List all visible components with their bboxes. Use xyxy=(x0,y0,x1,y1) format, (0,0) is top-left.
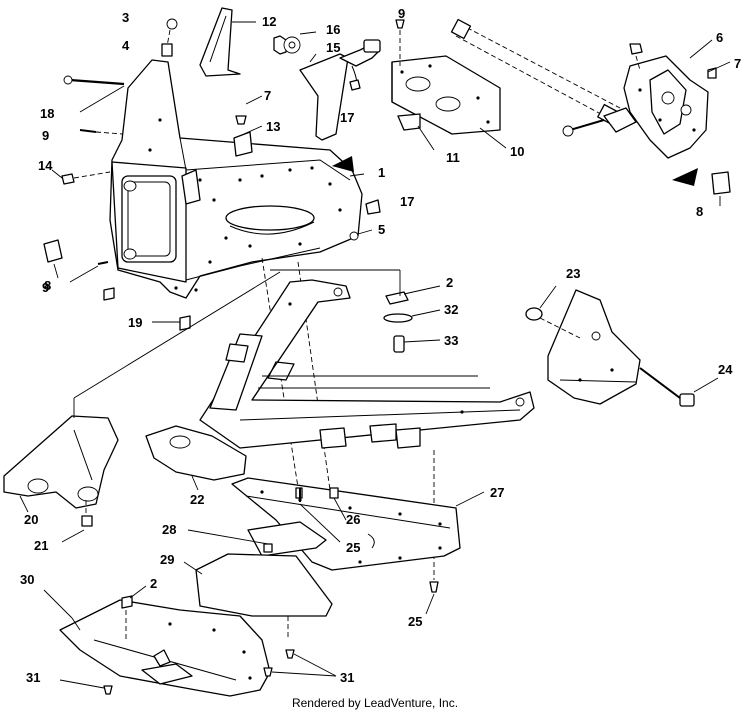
callout-6: 6 xyxy=(716,30,723,45)
callout-23: 23 xyxy=(566,266,580,281)
callout-28: 28 xyxy=(162,522,176,537)
callout-labels: 1 2 2 3 4 5 6 7 7 8 8 9 9 9 10 11 12 13 … xyxy=(20,6,741,685)
callout-25-mid: 25 xyxy=(346,540,360,555)
part-28-bracket xyxy=(187,521,327,557)
callout-24: 24 xyxy=(718,362,733,377)
part-14-fastener xyxy=(51,169,111,185)
part-2-clip-lower xyxy=(121,585,147,640)
part-10-plate xyxy=(391,55,507,151)
part-27-skid-plate xyxy=(231,477,485,571)
callout-31-left: 31 xyxy=(26,670,40,685)
callout-11: 11 xyxy=(446,150,460,165)
part-19-screw xyxy=(103,287,191,331)
part-31-fasteners xyxy=(59,649,337,695)
part-16-clip xyxy=(273,31,317,55)
callout-18: 18 xyxy=(40,106,54,121)
part-18-bolt xyxy=(63,75,125,113)
callout-26: 26 xyxy=(346,512,360,527)
part-5-screw xyxy=(349,229,373,241)
callout-16: 16 xyxy=(326,22,340,37)
callout-8-right: 8 xyxy=(696,204,703,219)
part-23-24-bracket xyxy=(525,285,719,407)
part-20-mount xyxy=(3,271,281,513)
callout-9-lower: 9 xyxy=(42,280,49,295)
callout-7-right: 7 xyxy=(734,56,741,71)
callout-9-top: 9 xyxy=(398,6,405,21)
part-17-clip-top xyxy=(349,79,361,91)
part-8-bushing-left xyxy=(43,239,63,279)
part-9-screw-lower xyxy=(69,261,109,283)
part-9-screw-top xyxy=(395,19,405,66)
callout-5: 5 xyxy=(378,222,385,237)
callout-10: 10 xyxy=(510,144,524,159)
callout-27: 27 xyxy=(490,485,504,500)
callout-20: 20 xyxy=(24,512,38,527)
render-credit: Rendered by LeadVenture, Inc. xyxy=(291,696,459,710)
callout-2-top: 2 xyxy=(446,275,453,290)
part-17-clip-right xyxy=(365,199,381,215)
callout-8-left: 8 xyxy=(44,278,51,293)
part-8-bushing-right xyxy=(711,171,731,206)
callout-32: 32 xyxy=(444,302,458,317)
callout-3: 3 xyxy=(122,10,129,25)
callout-33: 33 xyxy=(444,333,458,348)
callout-4: 4 xyxy=(122,38,130,53)
callout-9-left: 9 xyxy=(42,128,49,143)
part-25-screws xyxy=(299,488,439,615)
callout-22: 22 xyxy=(190,492,204,507)
callout-21: 21 xyxy=(34,538,48,553)
callout-25-right: 25 xyxy=(408,614,422,629)
callout-14: 14 xyxy=(38,158,53,173)
part-2-clip xyxy=(385,285,441,305)
part-29-panel xyxy=(183,553,333,617)
part-13-bracket xyxy=(233,125,263,157)
callout-13: 13 xyxy=(266,119,280,134)
callout-2-lower: 2 xyxy=(150,576,157,591)
part-33-bolt xyxy=(393,335,441,353)
part-15-relay xyxy=(299,39,381,141)
part-9-screw-left xyxy=(79,129,123,135)
callout-17-right: 17 xyxy=(400,194,414,209)
callout-31-right: 31 xyxy=(340,670,354,685)
callout-30: 30 xyxy=(20,572,34,587)
callout-7-mid: 7 xyxy=(264,88,271,103)
callout-19: 19 xyxy=(128,315,142,330)
callout-12: 12 xyxy=(262,14,276,29)
part-6-latch-assembly xyxy=(562,39,731,186)
part-7-screw-mid xyxy=(235,95,263,125)
callout-15: 15 xyxy=(326,40,340,55)
part-1-dash-panel xyxy=(109,59,365,299)
part-32-washer xyxy=(383,309,441,323)
part-21-nut xyxy=(61,500,93,543)
callout-29: 29 xyxy=(160,552,174,567)
part-22-bracket xyxy=(145,425,247,491)
callout-1: 1 xyxy=(378,165,385,180)
main-frame xyxy=(199,279,535,449)
part-4-nut xyxy=(161,43,173,57)
part-30-lower-skid xyxy=(43,589,271,697)
callout-17-top: 17 xyxy=(340,110,354,125)
part-12-bracket xyxy=(199,7,256,77)
